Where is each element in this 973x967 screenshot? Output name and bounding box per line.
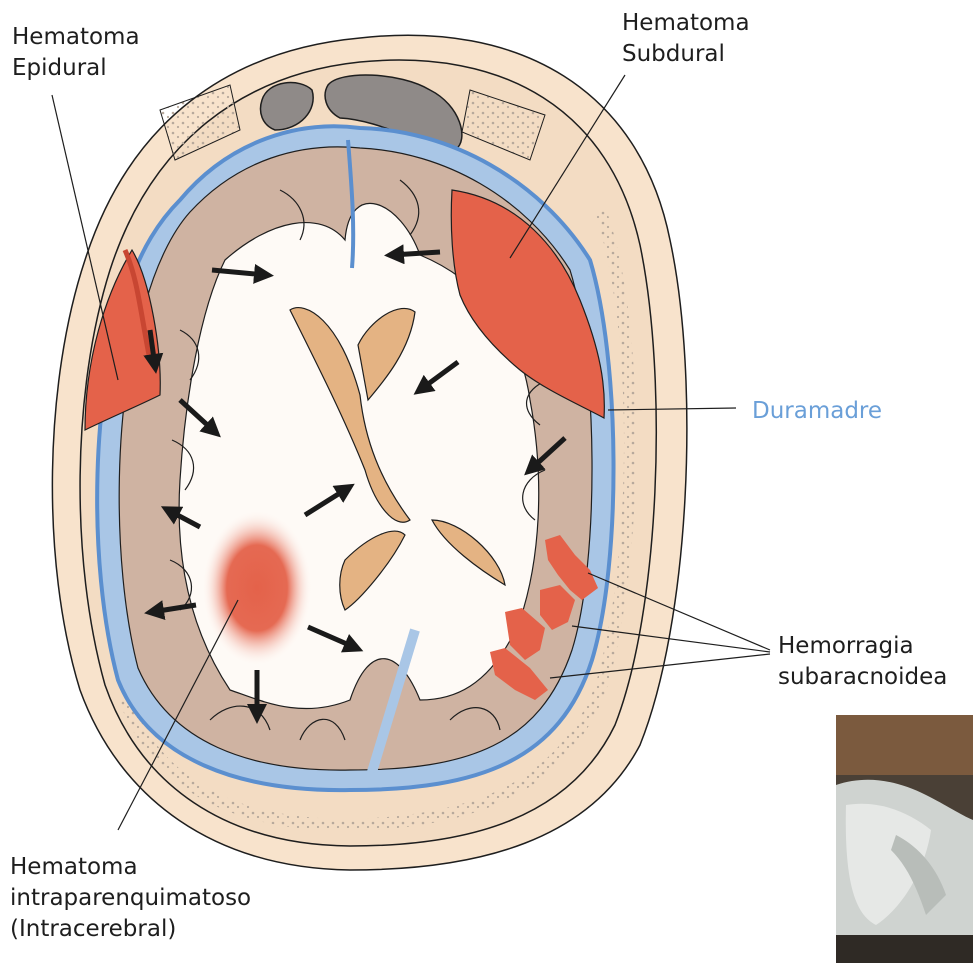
label-epidural-line1: Hematoma <box>12 22 140 53</box>
photo-thumbnail <box>836 715 973 963</box>
label-intracerebral-line1: Hematoma <box>10 852 251 883</box>
label-subarachnoid-line1: Hemorragia <box>778 631 947 662</box>
label-subdural-line1: Hematoma <box>622 8 750 39</box>
label-intracerebral-hematoma: Hematoma intraparenquimatoso (Intracereb… <box>10 852 251 945</box>
label-subdural-hematoma: Hematoma Subdural <box>622 8 750 70</box>
label-subdural-line2: Subdural <box>622 39 750 70</box>
label-intracerebral-line3: (Intracerebral) <box>10 914 251 945</box>
label-duramadre: Duramadre <box>752 396 882 427</box>
label-subarachnoid-hemorrhage: Hemorragia subaracnoidea <box>778 631 947 693</box>
label-epidural-line2: Epidural <box>12 53 140 84</box>
label-intracerebral-line2: intraparenquimatoso <box>10 883 251 914</box>
label-subarachnoid-line2: subaracnoidea <box>778 662 947 693</box>
label-epidural-hematoma: Hematoma Epidural <box>12 22 140 84</box>
intracerebral-hematoma <box>202 510 312 666</box>
